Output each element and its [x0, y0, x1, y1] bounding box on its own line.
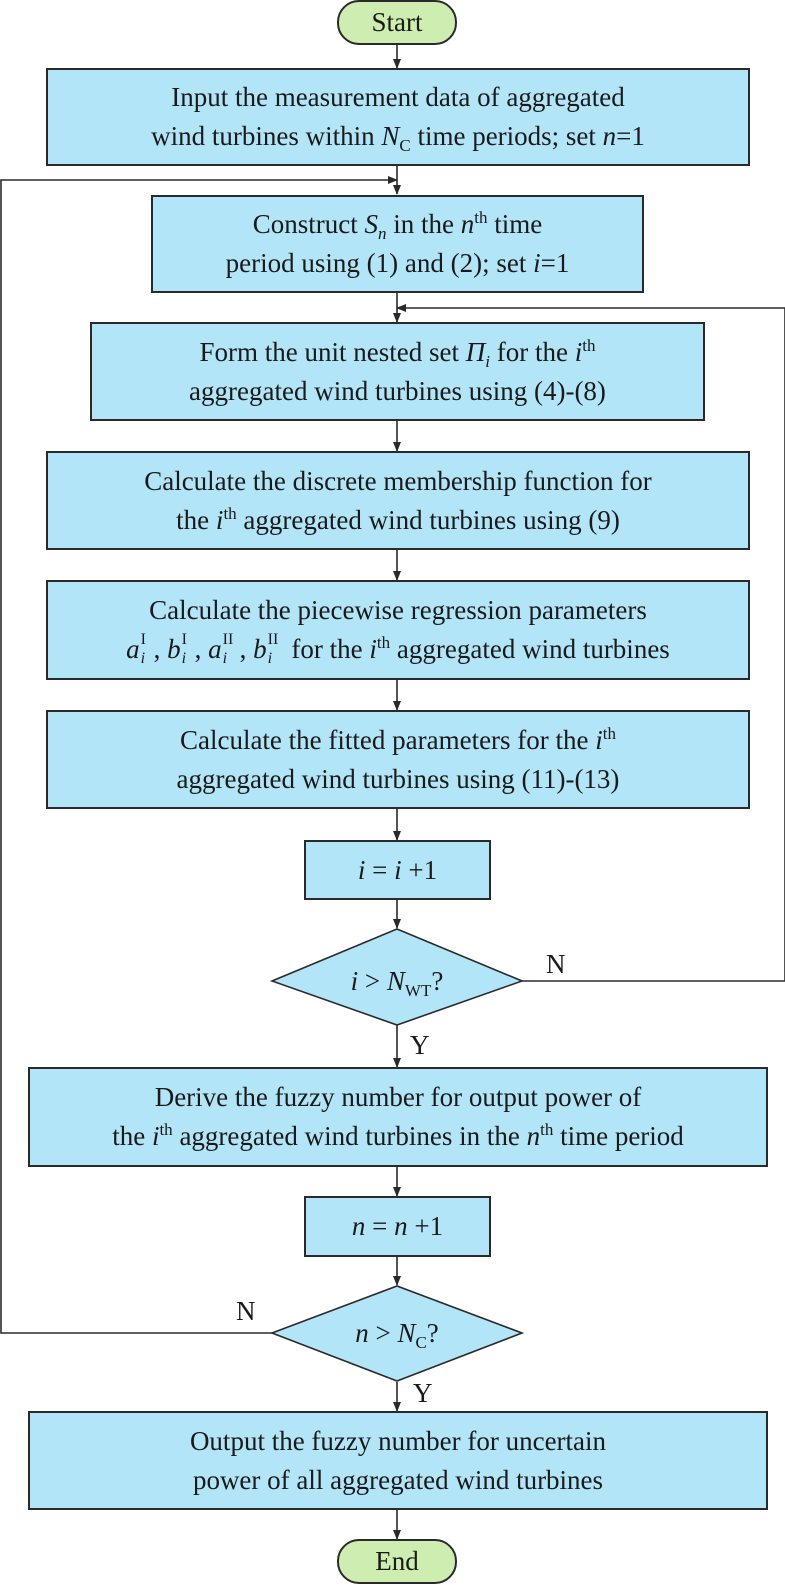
step-regression-parameters: Calculate the piecewise regression param…: [46, 580, 750, 680]
step3-line1: Form the unit nested set Πi for the ith: [199, 335, 596, 371]
decision1-text: i > NWT?: [350, 965, 444, 1000]
step10-line2: power of all aggregated wind turbines: [192, 1464, 604, 1495]
end-terminal: End: [337, 1539, 457, 1584]
step-construct-sn: Construct Sn in the nth time period usin…: [151, 195, 644, 293]
step1-line2: wind turbines within NC time periods; se…: [151, 121, 645, 155]
arrow-decision2-no-loop: [0, 176, 398, 1334]
start-label: Start: [371, 7, 423, 37]
step4-line2: the ith aggregated wind turbines using (…: [176, 503, 620, 535]
step6-line2: aggregated wind turbines using (11)-(13): [176, 763, 620, 794]
start-terminal: Start: [337, 0, 457, 45]
decision-diamond-1: [269, 928, 525, 1026]
decision2-text: n > NC?: [355, 1317, 439, 1352]
step-output-fuzzy-number: Output the fuzzy number for uncertain po…: [28, 1411, 768, 1510]
decision1-yes-label: Y: [410, 1030, 430, 1060]
step6-line1: Calculate the fitted parameters for the …: [179, 723, 617, 755]
step-fitted-parameters: Calculate the fitted parameters for the …: [46, 710, 750, 809]
step8-line1: Derive the fuzzy number for output power…: [154, 1082, 642, 1112]
step-increment-i: i = i +1: [304, 840, 491, 900]
step10-line1: Output the fuzzy number for uncertain: [189, 1425, 607, 1456]
decision-diamond-2: [269, 1285, 525, 1382]
step-membership-function: Calculate the discrete membership functi…: [46, 451, 750, 550]
step2-line2: period using (1) and (2); set i=1: [225, 248, 570, 278]
step-increment-n: n = n +1: [304, 1196, 491, 1257]
end-label: End: [375, 1546, 419, 1576]
step2-line1: Construct Sn in the nth time: [252, 208, 543, 243]
decision1-no-label: N: [546, 949, 566, 979]
arrow-decision1-no-loop: [396, 304, 785, 982]
step9-line: n = n +1: [351, 1211, 444, 1241]
decision2-no-label: N: [236, 1296, 256, 1326]
step3-line2: aggregated wind turbines using (4)-(8): [189, 375, 606, 406]
step8-line2: the ith aggregated wind turbines in the …: [112, 1120, 684, 1151]
step5-line1: Calculate the piecewise regression param…: [149, 595, 647, 625]
step4-line1: Calculate the discrete membership functi…: [144, 465, 652, 496]
step1-line1: Input the measurement data of aggregated: [171, 82, 625, 112]
step7-line: i = i +1: [357, 854, 438, 885]
step-input-data: Input the measurement data of aggregated…: [46, 68, 750, 166]
step-form-nested-set: Form the unit nested set Πi for the ith …: [90, 322, 705, 421]
step-derive-fuzzy-number: Derive the fuzzy number for output power…: [28, 1067, 768, 1167]
decision2-yes-label: Y: [413, 1378, 433, 1408]
